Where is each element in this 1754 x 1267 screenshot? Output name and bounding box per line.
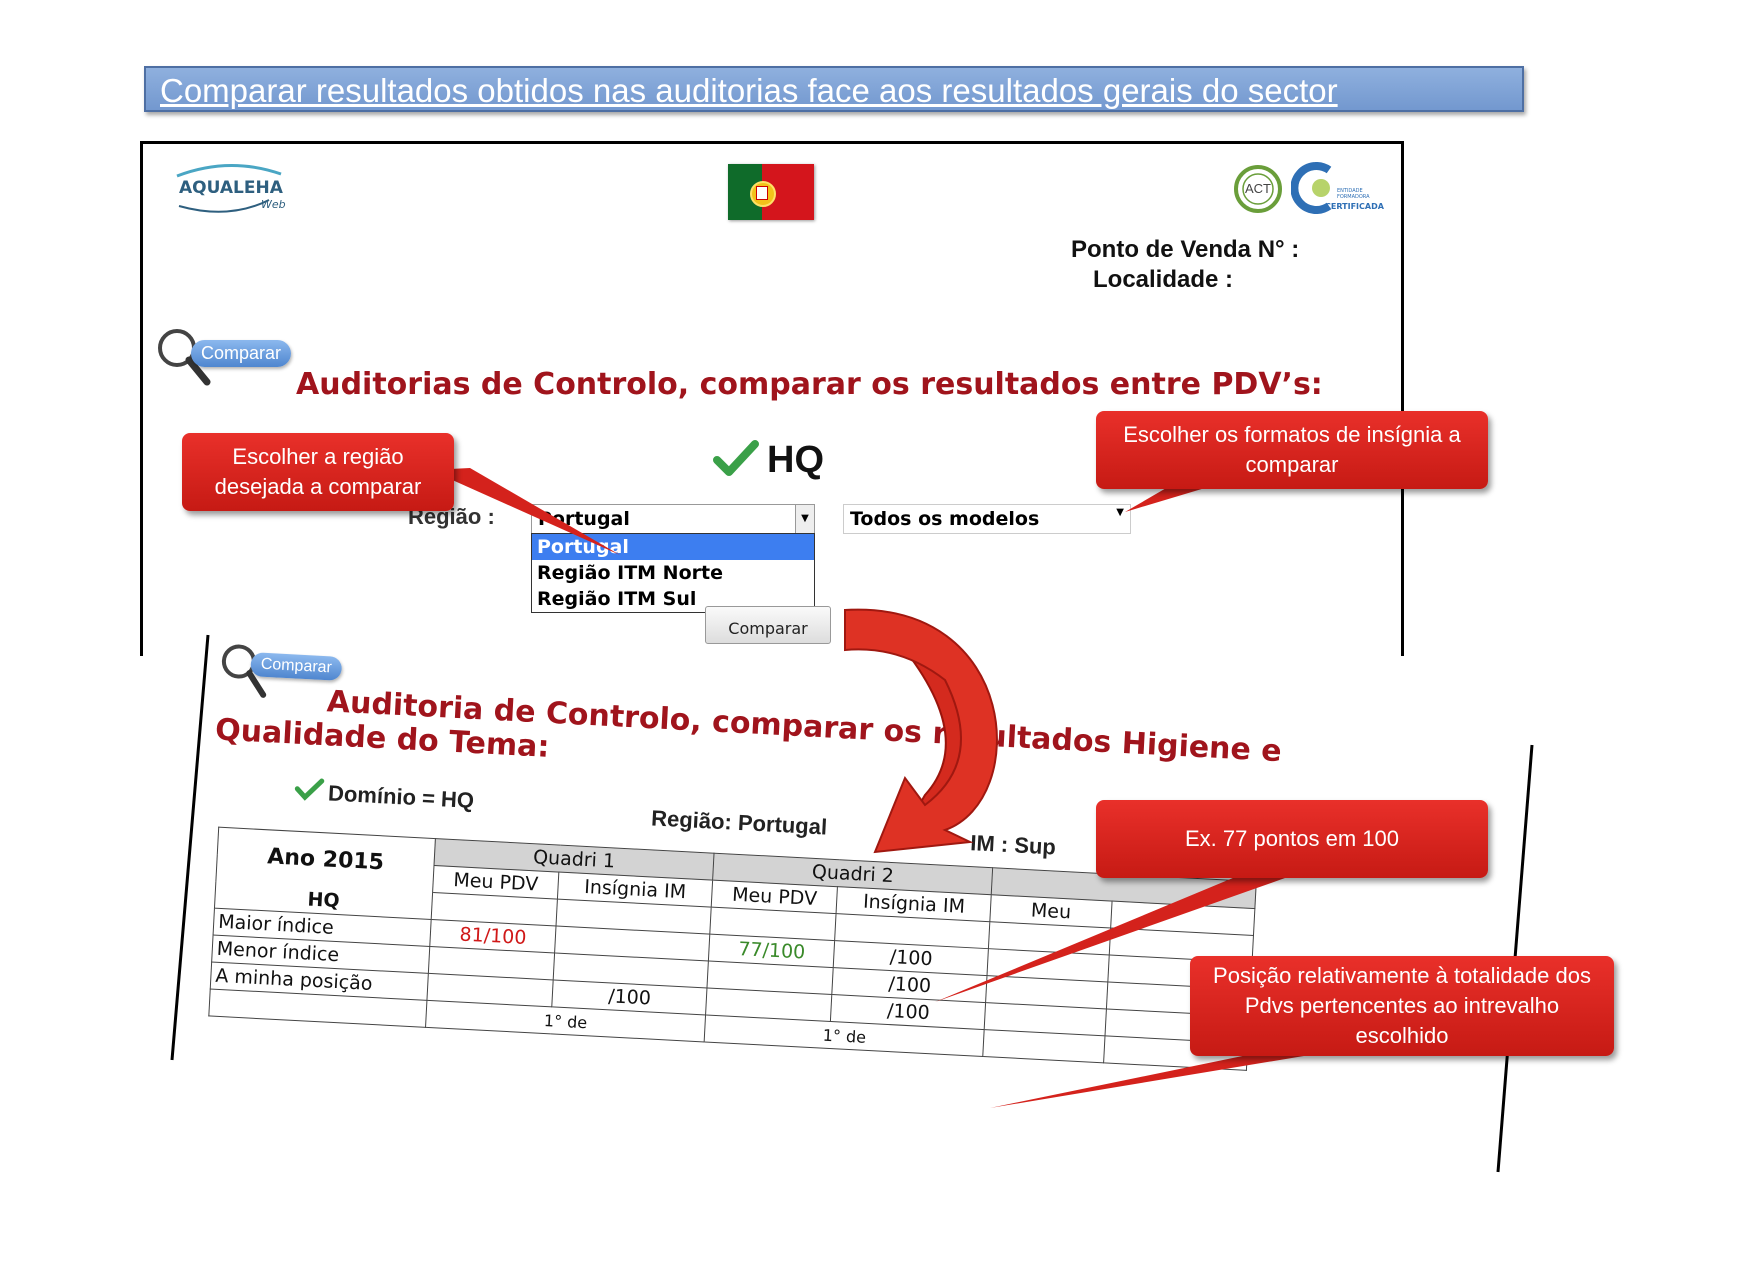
check-icon bbox=[713, 440, 759, 476]
chevron-down-icon[interactable]: ▼ bbox=[1116, 507, 1124, 518]
certified-c-icon bbox=[1291, 162, 1332, 214]
regiao-option[interactable]: Região ITM Norte bbox=[537, 562, 723, 584]
act-logo: ACT bbox=[1233, 164, 1283, 214]
slide-title-banner: Comparar resultados obtidos nas auditori… bbox=[144, 66, 1524, 112]
regiao-option[interactable]: Portugal bbox=[532, 534, 814, 560]
audit-heading: Auditorias de Controlo, comparar os resu… bbox=[296, 367, 1323, 402]
callout-pontos: Ex. 77 pontos em 100 bbox=[1096, 800, 1488, 878]
logo-sub: Web bbox=[261, 198, 286, 211]
domain-label: HQ bbox=[767, 439, 824, 481]
slide-title: Comparar resultados obtidos nas auditori… bbox=[160, 72, 1338, 109]
upper-screenshot: AQUALEHA Web ACT ENTIDADE FORMADORA CERT… bbox=[140, 141, 1404, 656]
curved-arrow-icon bbox=[844, 608, 998, 854]
magnifier-icon bbox=[158, 329, 211, 386]
ponto-venda-label: Ponto de Venda N° : bbox=[1071, 236, 1300, 263]
compare-pill: Comparar bbox=[191, 340, 292, 367]
callout-posicao: Posição relativamente à totalidade dos P… bbox=[1190, 956, 1614, 1056]
regiao-option[interactable]: Região ITM Sul bbox=[537, 588, 697, 610]
modelos-select[interactable]: Todos os modelos ▼ bbox=[843, 504, 1131, 534]
logo-name: AQUALEHA bbox=[179, 178, 283, 198]
chevron-down-icon[interactable]: ▼ bbox=[795, 505, 814, 533]
compare-button[interactable]: Comparar bbox=[705, 606, 831, 644]
localidade-label: Localidade : bbox=[1093, 266, 1234, 293]
compare-badge: Comparar bbox=[155, 326, 292, 392]
modelos-select-value: Todos os modelos bbox=[850, 508, 1040, 530]
certified-entity-logo: ENTIDADE FORMADORA CERTIFICADA bbox=[1291, 162, 1384, 218]
logo-swoosh-icon bbox=[176, 163, 282, 213]
callout-regiao: Escolher a região desejada a comparar bbox=[182, 433, 454, 511]
aqualeha-logo: AQUALEHA Web bbox=[169, 158, 289, 220]
regiao-dropdown-list: Portugal Região ITM Norte Região ITM Sul bbox=[531, 533, 815, 613]
callout-pointers bbox=[430, 468, 1370, 1108]
portugal-flag-icon[interactable] bbox=[728, 164, 814, 220]
check-icon bbox=[294, 778, 325, 801]
act-circle-icon bbox=[1234, 165, 1282, 213]
callout-insignia: Escolher os formatos de insígnia a compa… bbox=[1096, 411, 1488, 489]
compare-badge: Comparar bbox=[217, 641, 350, 714]
lower-screenshot: Comparar Auditoria de Controlo, comparar… bbox=[181, 640, 1509, 1267]
